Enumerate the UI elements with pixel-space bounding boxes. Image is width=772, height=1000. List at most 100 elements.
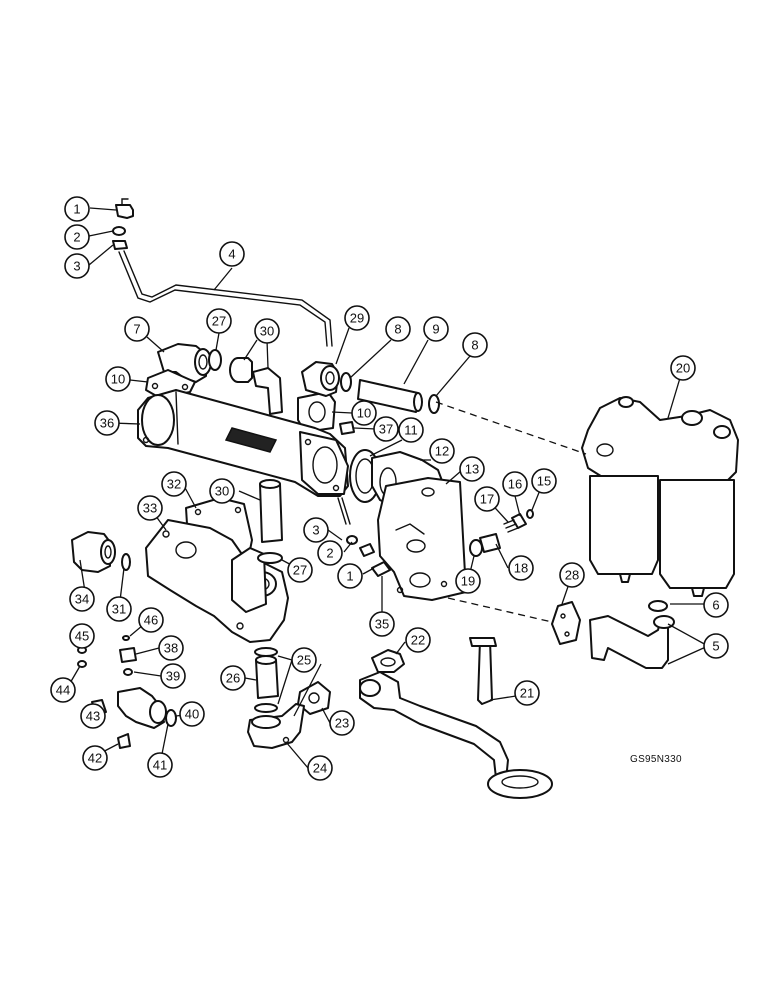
callout-15: 15 <box>531 468 557 494</box>
svg-text:20: 20 <box>676 361 690 376</box>
svg-text:35: 35 <box>375 617 389 632</box>
callout-23: 23 <box>329 710 355 736</box>
elbow-left-part <box>71 531 116 573</box>
svg-text:21: 21 <box>520 686 534 701</box>
svg-text:43: 43 <box>86 709 100 724</box>
callout-17: 17 <box>474 486 500 512</box>
alignment-line-upper <box>435 401 587 455</box>
elbow-right-part <box>301 361 340 397</box>
pickup-tube-part <box>359 637 553 799</box>
callout-22: 22 <box>405 627 431 653</box>
callout-36: 36 <box>94 410 120 436</box>
svg-text:16: 16 <box>508 477 522 492</box>
svg-text:4: 4 <box>228 247 235 262</box>
svg-text:23: 23 <box>335 716 349 731</box>
callout-2-center: 2 <box>317 540 343 566</box>
svg-text:27: 27 <box>293 563 307 578</box>
pump-housing-part <box>145 497 289 643</box>
callout-38: 38 <box>158 635 184 661</box>
svg-text:37: 37 <box>379 422 393 437</box>
svg-text:2: 2 <box>326 546 333 561</box>
callout-40: 40 <box>179 701 205 727</box>
svg-text:10: 10 <box>111 372 125 387</box>
svg-text:36: 36 <box>100 416 114 431</box>
callout-10-right: 10 <box>351 400 377 426</box>
svg-text:27: 27 <box>212 314 226 329</box>
svg-text:11: 11 <box>404 423 418 438</box>
callout-43: 43 <box>80 703 106 729</box>
callout-37: 37 <box>373 416 399 442</box>
callout-39: 39 <box>160 663 186 689</box>
svg-text:17: 17 <box>480 492 494 507</box>
callout-20: 20 <box>670 355 696 381</box>
callout-25: 25 <box>291 647 317 673</box>
svg-text:46: 46 <box>144 613 158 628</box>
callout-10-left: 10 <box>105 366 131 392</box>
callout-30-lower: 30 <box>209 478 235 504</box>
filter-assembly-part <box>581 396 739 597</box>
svg-text:33: 33 <box>143 501 157 516</box>
svg-text:1: 1 <box>346 569 353 584</box>
svg-text:18: 18 <box>514 561 528 576</box>
gasket-filter-part <box>551 601 581 645</box>
svg-text:25: 25 <box>297 653 311 668</box>
callout-19: 19 <box>455 568 481 594</box>
svg-text:41: 41 <box>153 758 167 773</box>
o-ring-part <box>208 349 222 371</box>
svg-text:42: 42 <box>88 751 102 766</box>
callout-33: 33 <box>137 495 163 521</box>
alignment-line-lower <box>447 597 553 623</box>
callout-3: 3 <box>64 253 90 279</box>
tube-part <box>357 379 423 413</box>
o-ring-right-part <box>428 394 440 414</box>
callout-45: 45 <box>69 623 95 649</box>
svg-text:3: 3 <box>73 259 80 274</box>
callout-27-lower: 27 <box>287 557 313 583</box>
callout-8-left: 8 <box>385 316 411 342</box>
callout-12: 12 <box>429 438 455 464</box>
elbow-lower-part <box>247 703 305 749</box>
svg-text:8: 8 <box>471 338 478 353</box>
svg-text:39: 39 <box>166 669 180 684</box>
callout-31: 31 <box>106 596 132 622</box>
svg-text:26: 26 <box>226 671 240 686</box>
connector-part <box>229 357 253 383</box>
svg-text:30: 30 <box>260 324 274 339</box>
callout-27-upper: 27 <box>206 308 232 334</box>
svg-text:6: 6 <box>712 598 719 613</box>
ring-part <box>121 553 131 571</box>
svg-text:44: 44 <box>56 683 70 698</box>
callout-8-right: 8 <box>462 332 488 358</box>
svg-text:5: 5 <box>712 639 719 654</box>
svg-text:29: 29 <box>350 311 364 326</box>
callout-44: 44 <box>50 677 76 703</box>
callout-42: 42 <box>82 745 108 771</box>
callout-41: 41 <box>147 752 173 778</box>
svg-text:30: 30 <box>215 484 229 499</box>
washer-part <box>112 226 126 236</box>
callout-1-center: 1 <box>337 563 363 589</box>
valve-kit-part <box>469 509 534 557</box>
callout-46: 46 <box>138 607 164 633</box>
svg-text:24: 24 <box>313 761 327 776</box>
nut-part <box>112 240 128 250</box>
callout-5: 5 <box>703 633 729 659</box>
clip-part <box>371 561 391 577</box>
svg-text:40: 40 <box>185 707 199 722</box>
callout-9: 9 <box>423 316 449 342</box>
valve-body-part <box>117 687 177 729</box>
oil-tube-part <box>118 250 333 347</box>
elbow-fitting-part <box>115 198 134 219</box>
svg-text:32: 32 <box>167 477 181 492</box>
svg-text:9: 9 <box>432 322 439 337</box>
svg-text:3: 3 <box>312 523 319 538</box>
o-ring-left-part <box>340 372 352 392</box>
valve-small-part <box>119 635 137 676</box>
svg-text:28: 28 <box>565 568 579 583</box>
callout-35: 35 <box>369 611 395 637</box>
callout-34: 34 <box>69 586 95 612</box>
drawing-reference: GS95N330 <box>630 754 682 765</box>
callout-26: 26 <box>220 665 246 691</box>
return-tube-part <box>589 600 675 669</box>
